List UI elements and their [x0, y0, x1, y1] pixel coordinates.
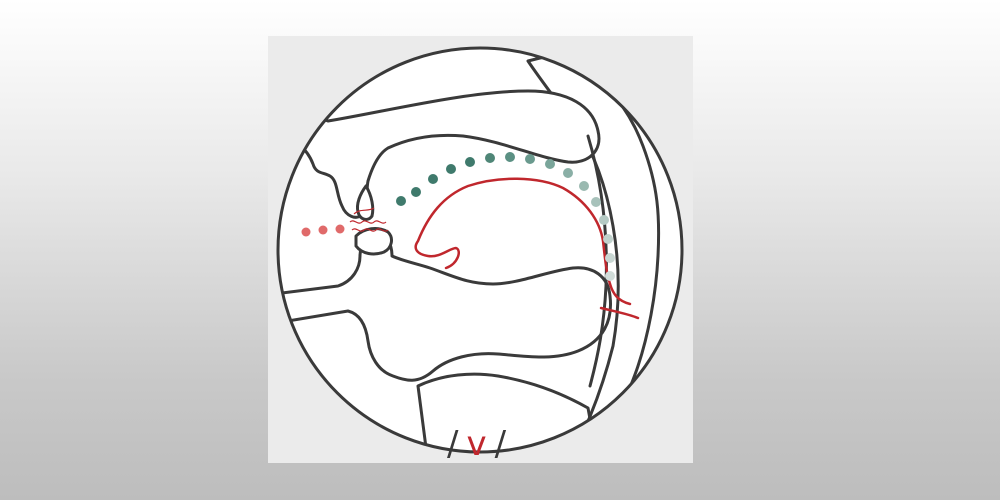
throat: [416, 372, 600, 452]
airflow-dots: [301, 152, 615, 281]
larynx-outline: [599, 282, 640, 320]
friction-noise-icon: [349, 207, 389, 232]
tongue-outline: [414, 177, 612, 286]
phoneme-label: /v/: [268, 419, 693, 469]
mouth-cross-section-diagram: [276, 46, 684, 454]
phoneme-close-slash: /: [494, 424, 515, 464]
circle-outline: [276, 46, 684, 454]
phoneme-open-slash: /: [446, 424, 467, 464]
lower-lip: [354, 227, 393, 256]
diagram-panel: /v/: [268, 36, 693, 464]
upper-jaw: [278, 89, 601, 219]
phoneme-symbol: v: [466, 424, 495, 464]
pharynx-wall: [586, 134, 608, 388]
